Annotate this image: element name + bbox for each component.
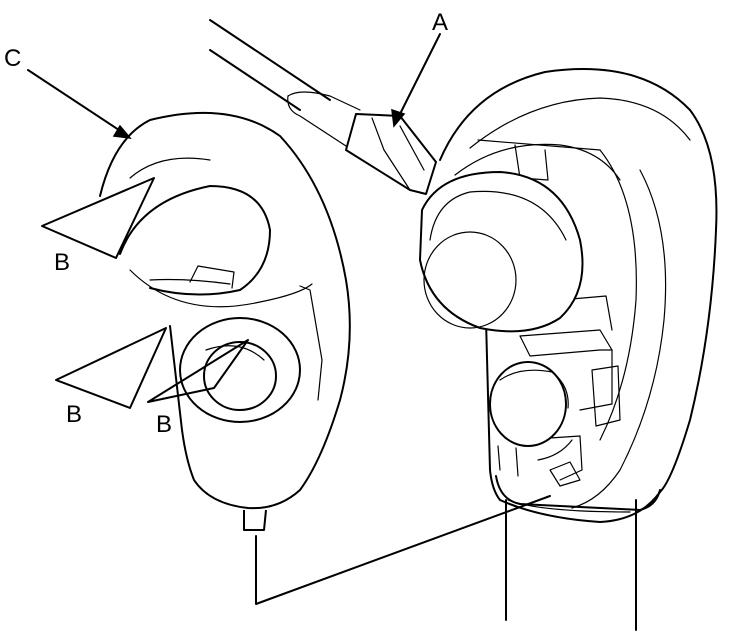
- leader-arrow-c: [27, 69, 132, 139]
- leader-line-bottom: [255, 495, 551, 605]
- callout-label-b2: B: [66, 401, 82, 428]
- shift-button-cover: [99, 111, 351, 531]
- callout-label-b3: B: [156, 411, 172, 438]
- callout-label-c: C: [4, 45, 21, 72]
- clip-marker-b3: [147, 339, 249, 403]
- shift-lever-shaft: [495, 475, 661, 631]
- callout-label-a: A: [432, 9, 448, 36]
- clip-marker-b1: [41, 177, 155, 259]
- callout-label-b1: B: [54, 249, 70, 276]
- screwdriver-tool: [209, 19, 437, 195]
- leader-arrow-a: [391, 33, 441, 128]
- clip-marker-b2: [55, 327, 167, 409]
- knob-body: [419, 68, 718, 523]
